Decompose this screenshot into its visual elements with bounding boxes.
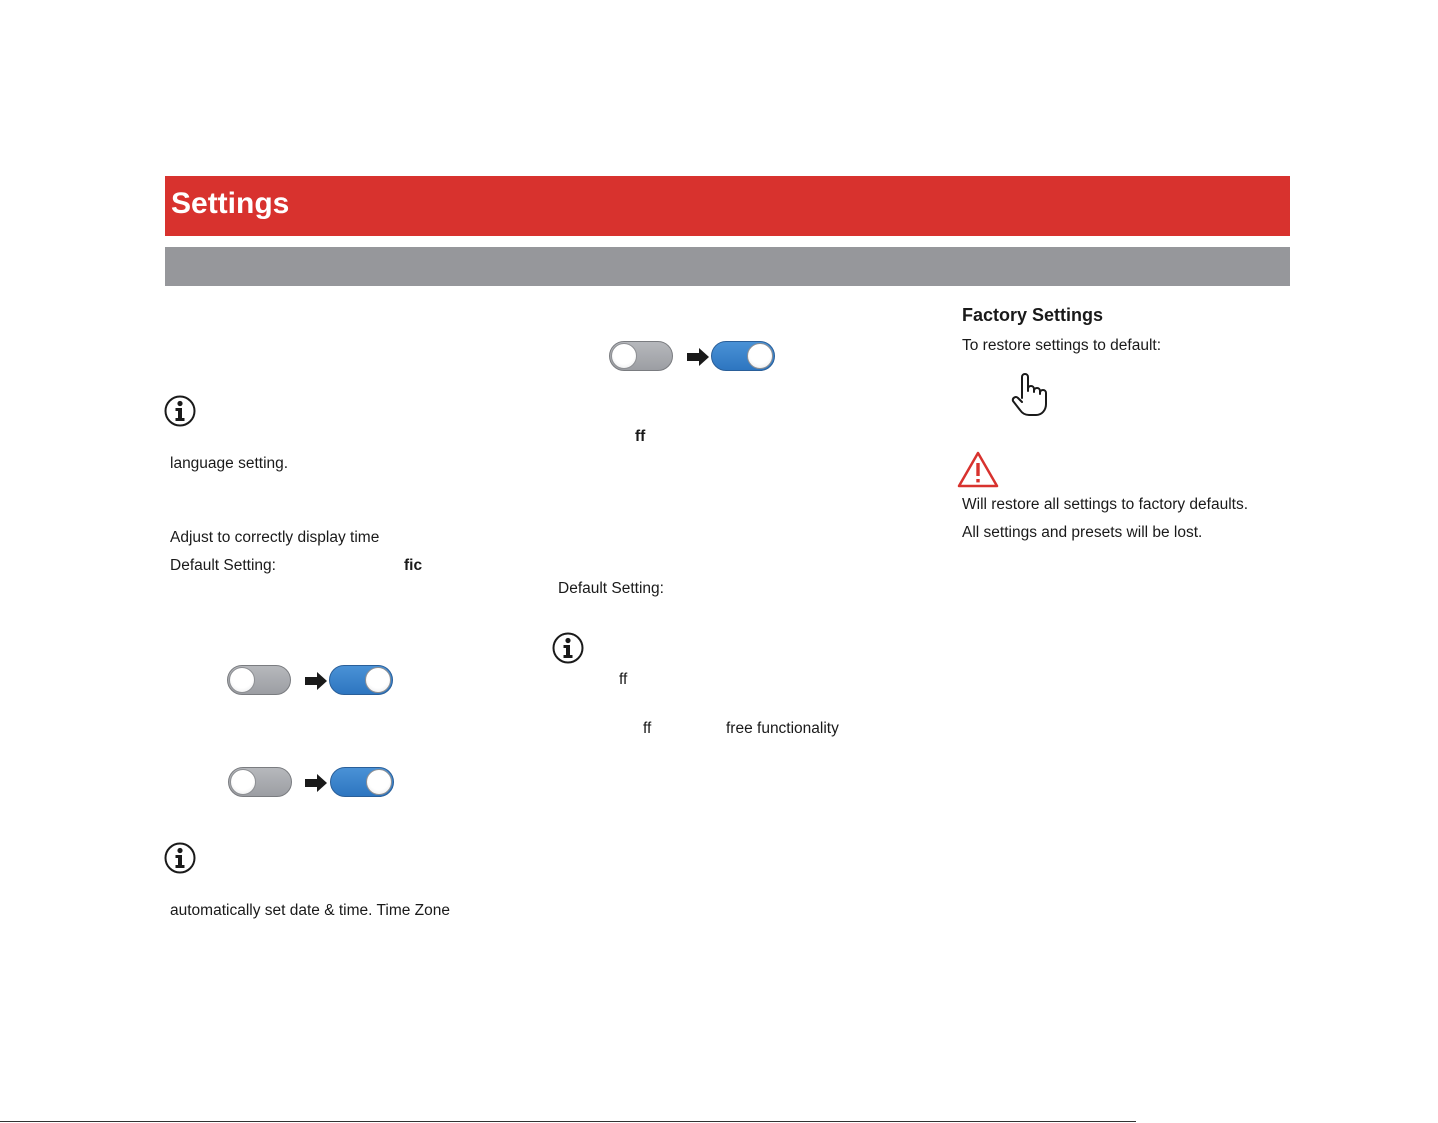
- factory-settings-heading: Factory Settings: [962, 305, 1104, 325]
- toggle-knob: [229, 667, 255, 693]
- section-bar: [165, 247, 1290, 286]
- warning-line-1: Will restore all settings to factory def…: [962, 496, 1249, 513]
- toggle-knob: [366, 769, 392, 795]
- ligature-text: ff: [635, 428, 646, 445]
- restore-prompt: To restore settings to default:: [962, 337, 1162, 354]
- warning-line-2: All settings and presets will be lost.: [962, 524, 1203, 541]
- auto-datetime-note: automatically set date & time. Time Zone: [170, 902, 450, 919]
- free-functionality-text: free functionality: [726, 720, 839, 737]
- toggle-knob: [230, 769, 256, 795]
- toggle-knob: [365, 667, 391, 693]
- arrow-right-icon: [305, 672, 327, 690]
- ligature-fragment: ff: [619, 671, 628, 688]
- arrow-right-icon: [687, 348, 709, 366]
- info-icon: [164, 842, 196, 874]
- warning-triangle-icon: [957, 451, 999, 488]
- toggle-switch-off[interactable]: [609, 341, 673, 371]
- bottom-rule: [0, 1121, 1136, 1122]
- info-icon: [552, 632, 584, 664]
- hand-pointer-icon: [1011, 373, 1047, 416]
- toggle-switch-off[interactable]: [228, 767, 292, 797]
- toggle-switch-on[interactable]: [330, 767, 394, 797]
- default-setting-label: Default Setting:: [558, 580, 664, 597]
- adjust-time-text: Adjust to correctly display time: [170, 529, 380, 546]
- info-icon: [164, 395, 196, 427]
- title-bar: Settings: [165, 176, 1290, 236]
- toggle-switch-off[interactable]: [227, 665, 291, 695]
- toggle-switch-on[interactable]: [711, 341, 775, 371]
- default-setting-value: fic: [404, 557, 423, 574]
- language-note: language setting.: [170, 455, 289, 472]
- arrow-right-icon: [305, 774, 327, 792]
- default-setting-label: Default Setting:: [170, 557, 276, 574]
- ligature-fragment: ff: [643, 720, 652, 737]
- page-title: Settings: [171, 187, 290, 220]
- toggle-switch-on[interactable]: [329, 665, 393, 695]
- toggle-knob: [611, 343, 637, 369]
- toggle-knob: [747, 343, 773, 369]
